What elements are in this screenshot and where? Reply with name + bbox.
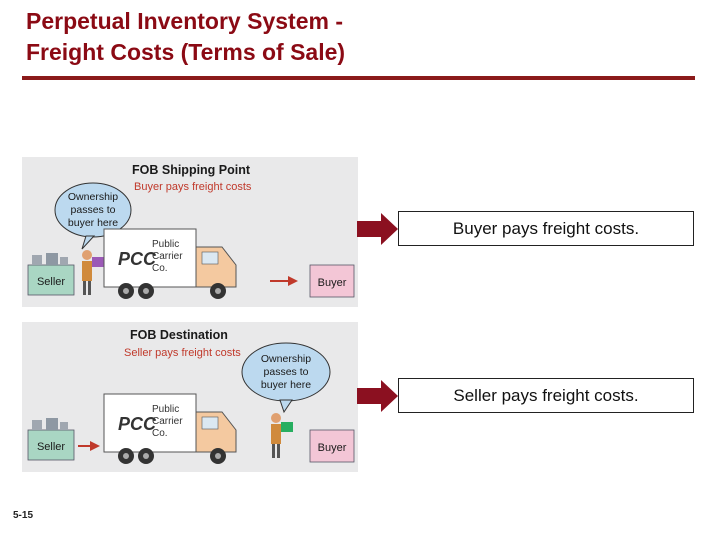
slide-title-line1: Perpetual Inventory System - (26, 8, 343, 34)
panel-heading: FOB Shipping Point (132, 163, 251, 177)
title-divider (22, 76, 695, 80)
callout-arrow (357, 380, 398, 412)
panel-heading: FOB Destination (130, 328, 228, 342)
direction-arrow (78, 441, 100, 451)
truck-text-3: Co. (152, 428, 168, 439)
callout-box-buyer: Buyer pays freight costs. (398, 211, 694, 246)
slide-number: 5-15 (13, 510, 34, 521)
ownership-bubble: Ownership passes to buyer here (54, 182, 132, 250)
truck-text-1: Public (152, 404, 179, 415)
truck-icon: PCC Public Carrier Co. (103, 228, 237, 299)
worker-icon (271, 413, 293, 458)
truck-text-3: Co. (152, 263, 168, 274)
callout-box-seller: Seller pays freight costs. (398, 378, 694, 413)
ownership-bubble: Ownership passes to buyer here (241, 342, 331, 414)
bubble-text-3: buyer here (68, 217, 118, 229)
seller-building-icon: Seller (27, 418, 75, 461)
seller-label: Seller (37, 276, 65, 288)
seller-building-icon: Seller (27, 253, 75, 296)
panel-subheading: Buyer pays freight costs (134, 181, 252, 193)
direction-arrow (270, 276, 298, 286)
bubble-text-2: passes to (71, 204, 116, 216)
truck-text-2: Carrier (152, 416, 183, 427)
bubble-text-3: buyer here (261, 379, 311, 391)
truck-logo: PCC (118, 414, 157, 434)
bubble-text-1: Ownership (261, 353, 311, 365)
bubble-text-2: passes to (264, 366, 309, 378)
truck-text-2: Carrier (152, 251, 183, 262)
callout-arrow (357, 213, 398, 245)
truck-logo: PCC (118, 249, 157, 269)
fob-shipping-point-illustration: FOB Shipping Point Buyer pays freight co… (27, 163, 355, 299)
buyer-building-icon: Buyer (309, 429, 355, 463)
fob-destination-panel: FOB Destination Seller pays freight cost… (22, 322, 358, 472)
fob-shipping-point-panel: FOB Shipping Point Buyer pays freight co… (22, 157, 358, 307)
slide-title-line2: Freight Costs (Terms of Sale) (26, 39, 346, 65)
buyer-label: Buyer (318, 277, 347, 289)
worker-icon (82, 250, 104, 295)
buyer-building-icon: Buyer (309, 264, 355, 298)
bubble-text-1: Ownership (68, 191, 118, 203)
fob-destination-illustration: FOB Destination Seller pays freight cost… (27, 328, 355, 464)
truck-text-1: Public (152, 239, 179, 250)
slide-title: Perpetual Inventory System - Freight Cos… (26, 6, 345, 68)
buyer-label: Buyer (318, 442, 347, 454)
truck-icon: PCC Public Carrier Co. (103, 393, 237, 464)
seller-label: Seller (37, 441, 65, 453)
panel-subheading: Seller pays freight costs (124, 347, 241, 359)
